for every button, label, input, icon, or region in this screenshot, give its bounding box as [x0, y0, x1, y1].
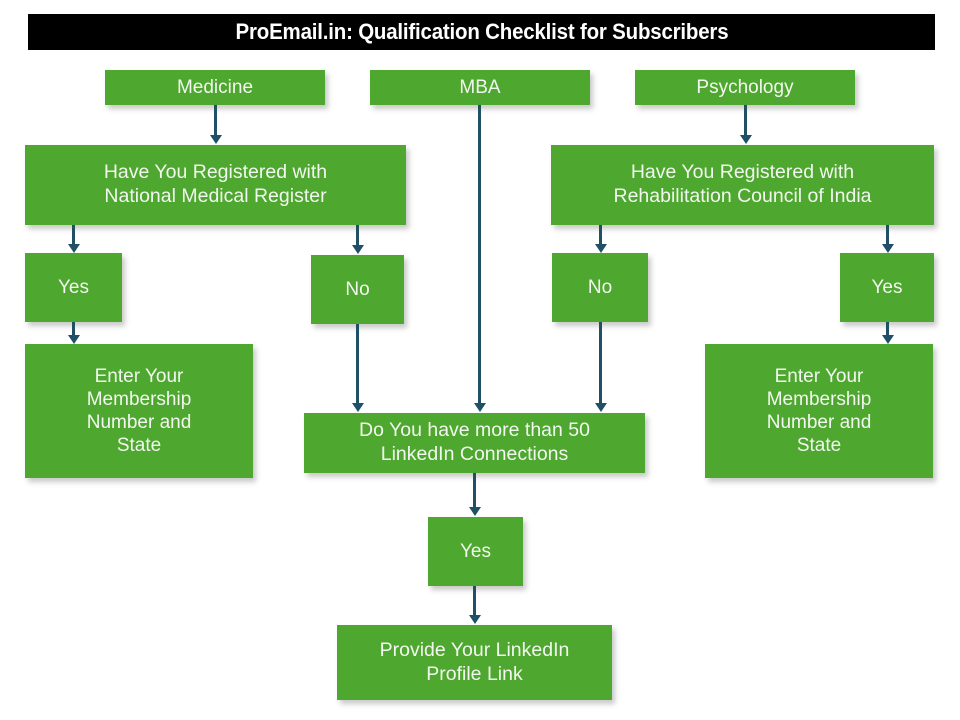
node-medical-yes[interactable]: Yes	[25, 253, 122, 322]
node-rehab-no-label: No	[587, 276, 613, 298]
connector-q-rehab-to-no	[599, 225, 602, 245]
node-question-linkedin-connections-label: Do You have more than 50 LinkedIn Connec…	[359, 419, 590, 465]
node-provide-linkedin-link[interactable]: Provide Your LinkedIn Profile Link	[337, 625, 612, 700]
node-question-medical-register[interactable]: Have You Registered with National Medica…	[25, 145, 406, 225]
node-psychology-label: Psychology	[696, 76, 794, 98]
connector-q-rehab-to-yes-arrowhead	[881, 244, 894, 253]
node-question-linkedin-connections[interactable]: Do You have more than 50 LinkedIn Connec…	[304, 413, 645, 473]
node-membership-left-label: Enter Your Membership Number and State	[86, 365, 192, 457]
connector-q-linkedin-to-yes-arrowhead	[468, 507, 481, 516]
connector-med-yes-to-membership	[72, 322, 75, 336]
node-rehab-yes-label: Yes	[871, 276, 903, 298]
chart-title: ProEmail.in: Qualification Checklist for…	[235, 19, 728, 44]
node-medical-yes-label: Yes	[58, 276, 89, 298]
node-rehab-no[interactable]: No	[552, 253, 648, 322]
connector-q-medical-to-yes	[72, 225, 75, 245]
connector-rehab-yes-to-membership-arrowhead	[881, 335, 894, 344]
node-psychology[interactable]: Psychology	[635, 70, 855, 105]
connector-q-rehab-to-no-arrowhead	[594, 244, 607, 253]
node-question-medical-register-label: Have You Registered with National Medica…	[103, 161, 328, 207]
node-linkedin-yes-label: Yes	[460, 540, 491, 562]
connector-linkedin-yes-to-provide-arrowhead	[468, 615, 481, 624]
node-mba-label: MBA	[459, 76, 501, 98]
connector-med-yes-to-membership-arrowhead	[67, 335, 80, 344]
node-membership-left[interactable]: Enter Your Membership Number and State	[25, 344, 253, 478]
connector-psychology-to-q-rehab	[744, 105, 747, 136]
node-provide-linkedin-link-label: Provide Your LinkedIn Profile Link	[379, 638, 570, 685]
node-medical-no-label: No	[345, 278, 370, 300]
node-medicine-label: Medicine	[176, 76, 254, 98]
connector-medicine-to-q-medical-arrowhead	[209, 135, 222, 144]
chart-title-bar: ProEmail.in: Qualification Checklist for…	[28, 14, 935, 50]
node-medical-no[interactable]: No	[311, 255, 404, 324]
connector-psychology-to-q-rehab-arrowhead	[739, 135, 752, 144]
connector-med-no-to-q-linkedin	[356, 324, 359, 404]
connector-medicine-to-q-medical	[214, 105, 217, 136]
connector-rehab-no-to-q-linkedin-arrowhead	[594, 403, 607, 412]
node-question-rehab-council-label: Have You Registered with Rehabilitation …	[613, 161, 872, 207]
node-mba[interactable]: MBA	[370, 70, 590, 105]
node-membership-right[interactable]: Enter Your Membership Number and State	[705, 344, 933, 478]
connector-q-linkedin-to-yes	[473, 473, 476, 508]
node-rehab-yes[interactable]: Yes	[840, 253, 934, 322]
connector-mba-to-q-linkedin-arrowhead	[473, 403, 486, 412]
node-linkedin-yes[interactable]: Yes	[428, 517, 523, 586]
node-question-rehab-council[interactable]: Have You Registered with Rehabilitation …	[551, 145, 934, 225]
node-medicine[interactable]: Medicine	[105, 70, 325, 105]
connector-rehab-yes-to-membership	[886, 322, 889, 336]
connector-q-medical-to-yes-arrowhead	[67, 244, 80, 253]
connector-q-medical-to-no-arrowhead	[351, 245, 364, 254]
connector-med-no-to-q-linkedin-arrowhead	[351, 403, 364, 412]
connector-linkedin-yes-to-provide	[473, 586, 476, 616]
connector-q-medical-to-no	[356, 225, 359, 246]
connector-mba-to-q-linkedin	[478, 105, 481, 404]
connector-rehab-no-to-q-linkedin	[599, 322, 602, 404]
node-membership-right-label: Enter Your Membership Number and State	[766, 365, 872, 457]
connector-q-rehab-to-yes	[886, 225, 889, 245]
